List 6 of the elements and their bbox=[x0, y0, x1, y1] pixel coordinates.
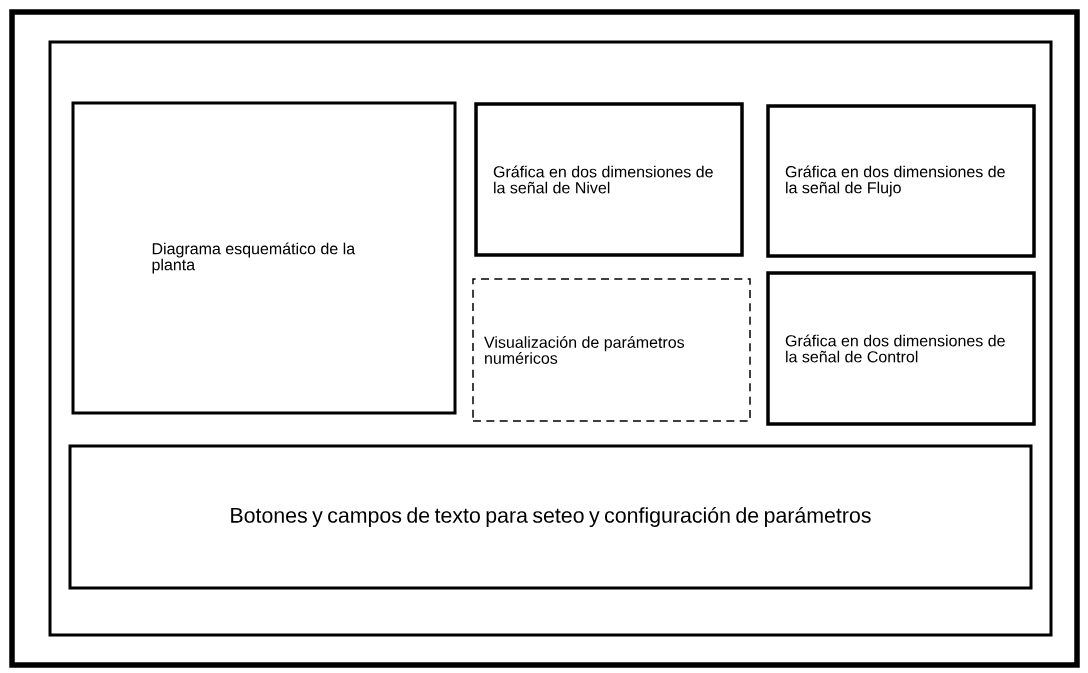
text-panel: Visualización de parámetros numéricos bbox=[472, 278, 751, 422]
text-panel: Diagrama esquemático de la planta bbox=[71, 101, 457, 415]
text-panel: Botones y campos de texto para seteo y configuración de parámetros bbox=[68, 444, 1033, 590]
text-panel: Gráfica en dos dimensiones de la señal de Flujo bbox=[766, 104, 1036, 258]
text-panel: Gráfica en dos dimensiones de la señal de Nivel bbox=[474, 102, 744, 257]
text-panel: Gráfica en dos dimensiones de la señal de Control bbox=[766, 271, 1036, 426]
